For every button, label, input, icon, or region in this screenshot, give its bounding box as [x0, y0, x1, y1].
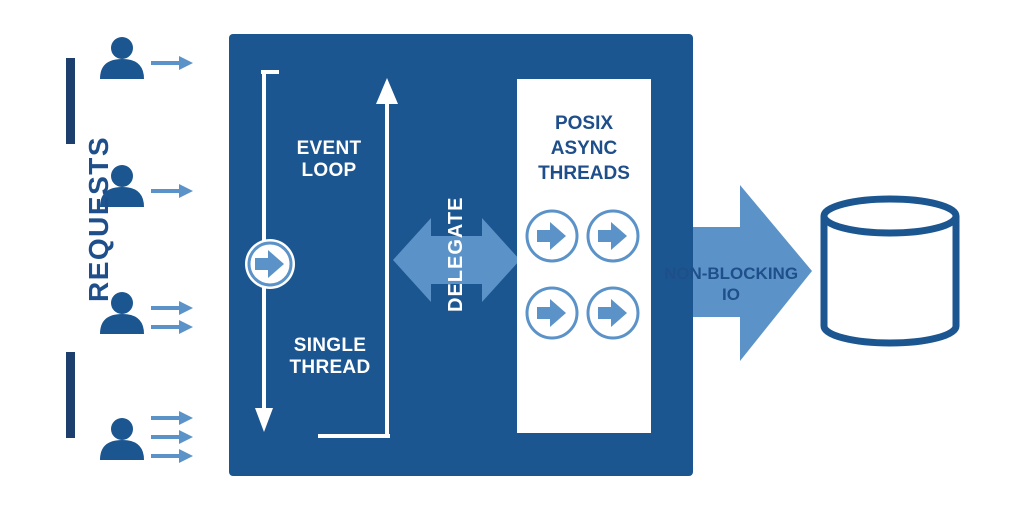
thread-arrow-icon [537, 222, 566, 250]
posix-async-threads-label: POSIX ASYNC THREADS [517, 111, 651, 186]
nbio-label-line: IO [722, 285, 740, 304]
non-blocking-io-label: NON-BLOCKING IO [648, 263, 814, 305]
event-loop-right-arrow [318, 78, 398, 438]
user-icon [100, 37, 144, 79]
posix-label-line: ASYNC [550, 138, 618, 159]
thread-arrow-icon [598, 299, 627, 327]
user-icon [100, 165, 144, 207]
requests-bar [66, 58, 75, 438]
event-loop-label-line: EVENT [296, 138, 362, 159]
request-arrow-icon [151, 320, 193, 334]
delegate-double-arrow-icon [393, 218, 520, 302]
nbio-label-line: NON-BLOCKING [663, 264, 799, 283]
posix-label-line: THREADS [538, 163, 630, 184]
user-icon [100, 418, 144, 460]
request-arrow-icon [151, 449, 193, 463]
thread-arrow-icon [598, 222, 627, 250]
request-arrow-icon [151, 301, 193, 315]
database-icon [820, 195, 960, 347]
request-arrow-icon [151, 56, 193, 70]
event-loop-label-line: LOOP [301, 160, 357, 181]
single-thread-label-line: SINGLE [293, 335, 367, 356]
event-loop-circle-arrow-icon [245, 239, 295, 289]
event-loop-label: EVENT LOOP [283, 138, 375, 182]
single-thread-label-line: THREAD [289, 357, 371, 378]
posix-label-line: POSIX [554, 113, 614, 134]
thread-arrow-icon [537, 299, 566, 327]
request-arrow-icon [151, 430, 193, 444]
request-arrow-icon [151, 411, 193, 425]
request-arrow-icon [151, 184, 193, 198]
user-icon [100, 292, 144, 334]
single-thread-label: SINGLE THREAD [281, 335, 379, 379]
requests-label: REQUESTS [83, 135, 114, 302]
delegate-label: DELEGATE [445, 196, 467, 312]
